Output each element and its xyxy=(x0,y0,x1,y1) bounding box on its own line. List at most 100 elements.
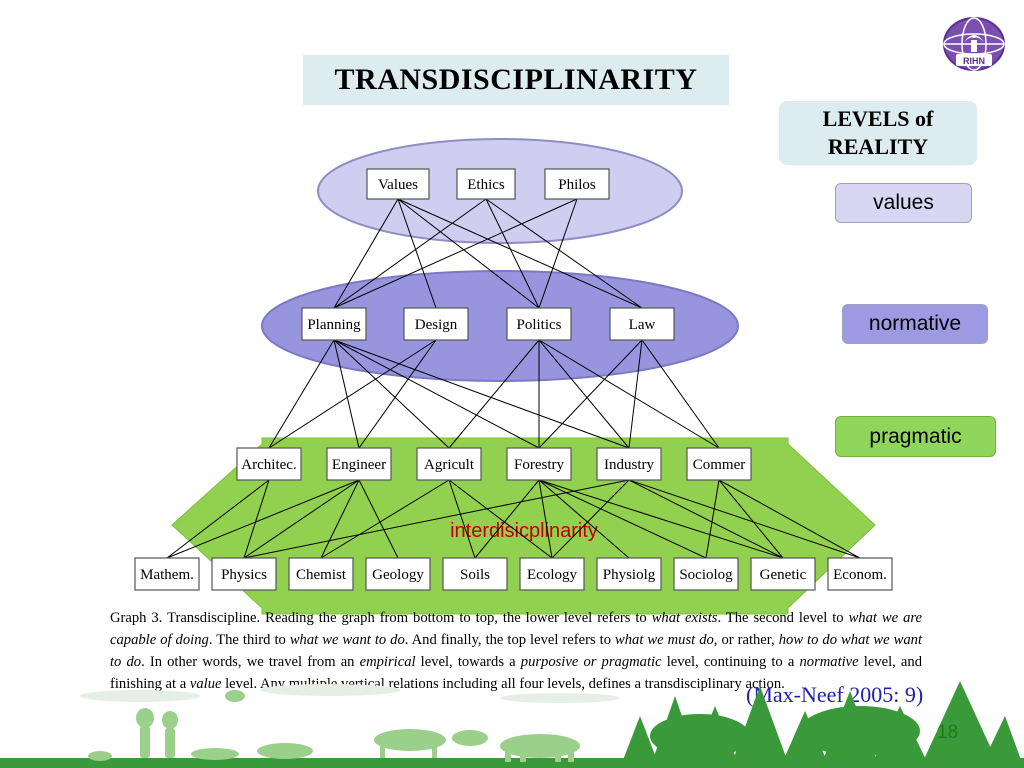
node-label: Design xyxy=(415,317,458,333)
node-empirical-geology: Geology xyxy=(365,557,431,591)
graph-edge xyxy=(538,339,630,449)
levels-of-reality-header: LEVELS of REALITY xyxy=(779,101,977,165)
node-values-ethics: Ethics xyxy=(456,168,516,200)
node-label: Chemist xyxy=(296,567,347,583)
graph-edge xyxy=(333,339,540,449)
graph-edge xyxy=(628,479,861,559)
graph-edge xyxy=(641,339,720,449)
graph-edge xyxy=(718,479,784,559)
normative-level-ellipse xyxy=(261,270,739,382)
legend-values: values xyxy=(835,183,972,223)
graph-edge xyxy=(705,479,720,559)
graph-edge xyxy=(333,339,360,449)
slide-title: TRANSDISCIPLINARITY xyxy=(303,55,729,105)
graph-edge xyxy=(333,198,399,309)
graph-edge xyxy=(474,479,540,559)
logo-text: RIHN xyxy=(963,56,985,66)
node-label: Politics xyxy=(516,317,561,333)
graph-edge xyxy=(538,479,630,559)
graph-edge xyxy=(551,479,630,559)
graph-edge xyxy=(485,198,643,309)
graph-edge xyxy=(358,479,399,559)
graph-edge xyxy=(538,339,720,449)
node-normative-politics: Politics xyxy=(506,307,572,341)
node-label: Engineer xyxy=(332,457,386,473)
legend-pragmatic: pragmatic xyxy=(835,416,996,457)
node-label: Philos xyxy=(558,177,596,193)
node-pragmatic-architec: Architec. xyxy=(236,447,302,481)
node-label: Soils xyxy=(460,567,490,583)
node-empirical-physiolg: Physiolg xyxy=(596,557,662,591)
graph-edge xyxy=(628,339,643,449)
node-label: Commer xyxy=(693,457,746,473)
graph-edge xyxy=(628,479,784,559)
node-label: Planning xyxy=(307,317,361,333)
graph-edge xyxy=(333,339,630,449)
node-label: Physiolg xyxy=(603,567,656,583)
node-label: Ethics xyxy=(467,177,505,193)
graph-edge xyxy=(243,479,360,559)
node-empirical-ecology: Ecology xyxy=(519,557,585,591)
graph-edge xyxy=(538,198,578,309)
node-pragmatic-industry: Industry xyxy=(596,447,662,481)
node-pragmatic-forestry: Forestry xyxy=(506,447,572,481)
citation: (Max-Neef 2005: 9) xyxy=(746,682,924,707)
node-label: Forestry xyxy=(514,457,564,473)
node-pragmatic-agricult: Agricult xyxy=(416,447,482,481)
node-label: Ecology xyxy=(527,567,577,583)
node-empirical-sociolog: Sociolog xyxy=(673,557,739,591)
node-label: Values xyxy=(378,177,418,193)
graph-edge xyxy=(718,479,861,559)
graph-edge xyxy=(538,479,784,559)
node-empirical-physics: Physics xyxy=(211,557,277,591)
graph-edge xyxy=(397,198,540,309)
graph-edge xyxy=(320,479,450,559)
node-label: Industry xyxy=(604,457,654,473)
graph-edge xyxy=(358,339,437,449)
graph-edge xyxy=(166,479,270,559)
node-label: Geology xyxy=(372,567,424,583)
node-label: Agricult xyxy=(424,457,475,473)
node-empirical-mathem: Mathem. xyxy=(134,557,200,591)
node-empirical-chemist: Chemist xyxy=(288,557,354,591)
graph-edge xyxy=(333,198,578,309)
graph-edge xyxy=(448,339,540,449)
graph-edge xyxy=(397,198,437,309)
node-empirical-soils: Soils xyxy=(442,557,508,591)
node-label: Law xyxy=(629,317,656,333)
graph-edge xyxy=(166,479,360,559)
node-normative-law: Law xyxy=(609,307,675,341)
graph-edge xyxy=(397,198,643,309)
transdisciplinarity-graph: interdisicplinarity Values Ethics PhilosPl… xyxy=(134,138,893,615)
graph-edge xyxy=(448,479,553,559)
graph-edge xyxy=(243,479,270,559)
graph-edge xyxy=(538,339,643,449)
node-label: Architec. xyxy=(241,457,296,473)
node-values-philos: Philos xyxy=(544,168,610,200)
figure-caption: Graph 3. Transdiscipline. Reading the gr… xyxy=(110,610,922,692)
graph-edge xyxy=(333,198,487,309)
node-empirical-econom: Econom. xyxy=(827,557,893,591)
legend-normative: normative xyxy=(842,304,988,344)
graph-edge xyxy=(448,479,476,559)
node-label: Econom. xyxy=(833,567,887,583)
graph-edge xyxy=(333,339,450,449)
page-number: 18 xyxy=(937,722,959,743)
graph-edge xyxy=(320,479,360,559)
node-pragmatic-commer: Commer xyxy=(686,447,752,481)
node-label: Physics xyxy=(221,567,267,583)
node-empirical-genetic: Genetic xyxy=(750,557,816,591)
node-label: Sociolog xyxy=(679,567,733,583)
rihn-globe-logo: RIHN xyxy=(943,17,1005,71)
graph-edge xyxy=(485,198,540,309)
arrow-label: interdisicplinarity xyxy=(450,520,598,542)
node-values-values: Values xyxy=(366,168,430,200)
graph-edge xyxy=(538,479,553,559)
graph-edge xyxy=(243,479,630,559)
graph-edge xyxy=(268,339,335,449)
node-pragmatic-engineer: Engineer xyxy=(326,447,392,481)
node-normative-planning: Planning xyxy=(301,307,367,341)
node-normative-design: Design xyxy=(403,307,469,341)
node-label: Genetic xyxy=(760,567,807,583)
graph-edge xyxy=(268,339,437,449)
